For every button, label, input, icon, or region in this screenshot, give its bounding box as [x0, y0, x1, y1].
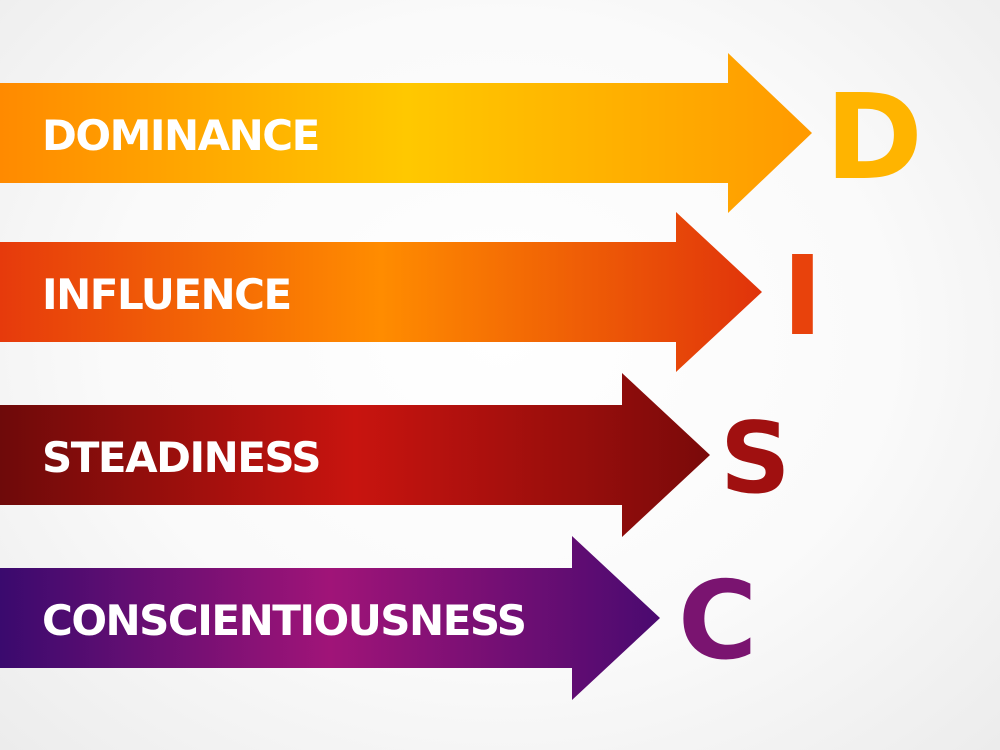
letter-i: I — [782, 232, 823, 360]
dominance-label: DOMINANCE — [42, 111, 320, 160]
influence-label: INFLUENCE — [42, 270, 292, 319]
letter-s: S — [720, 402, 791, 516]
steadiness-label: STEADINESS — [42, 433, 322, 482]
conscientiousness-arrow — [0, 536, 660, 700]
letter-d: D — [825, 68, 923, 206]
dominance-arrow — [0, 53, 812, 213]
letter-c: C — [678, 559, 758, 684]
steadiness-arrow — [0, 373, 710, 537]
influence-arrow — [0, 212, 762, 372]
conscientiousness-label: CONSCIENTIOUSNESS — [42, 596, 527, 645]
